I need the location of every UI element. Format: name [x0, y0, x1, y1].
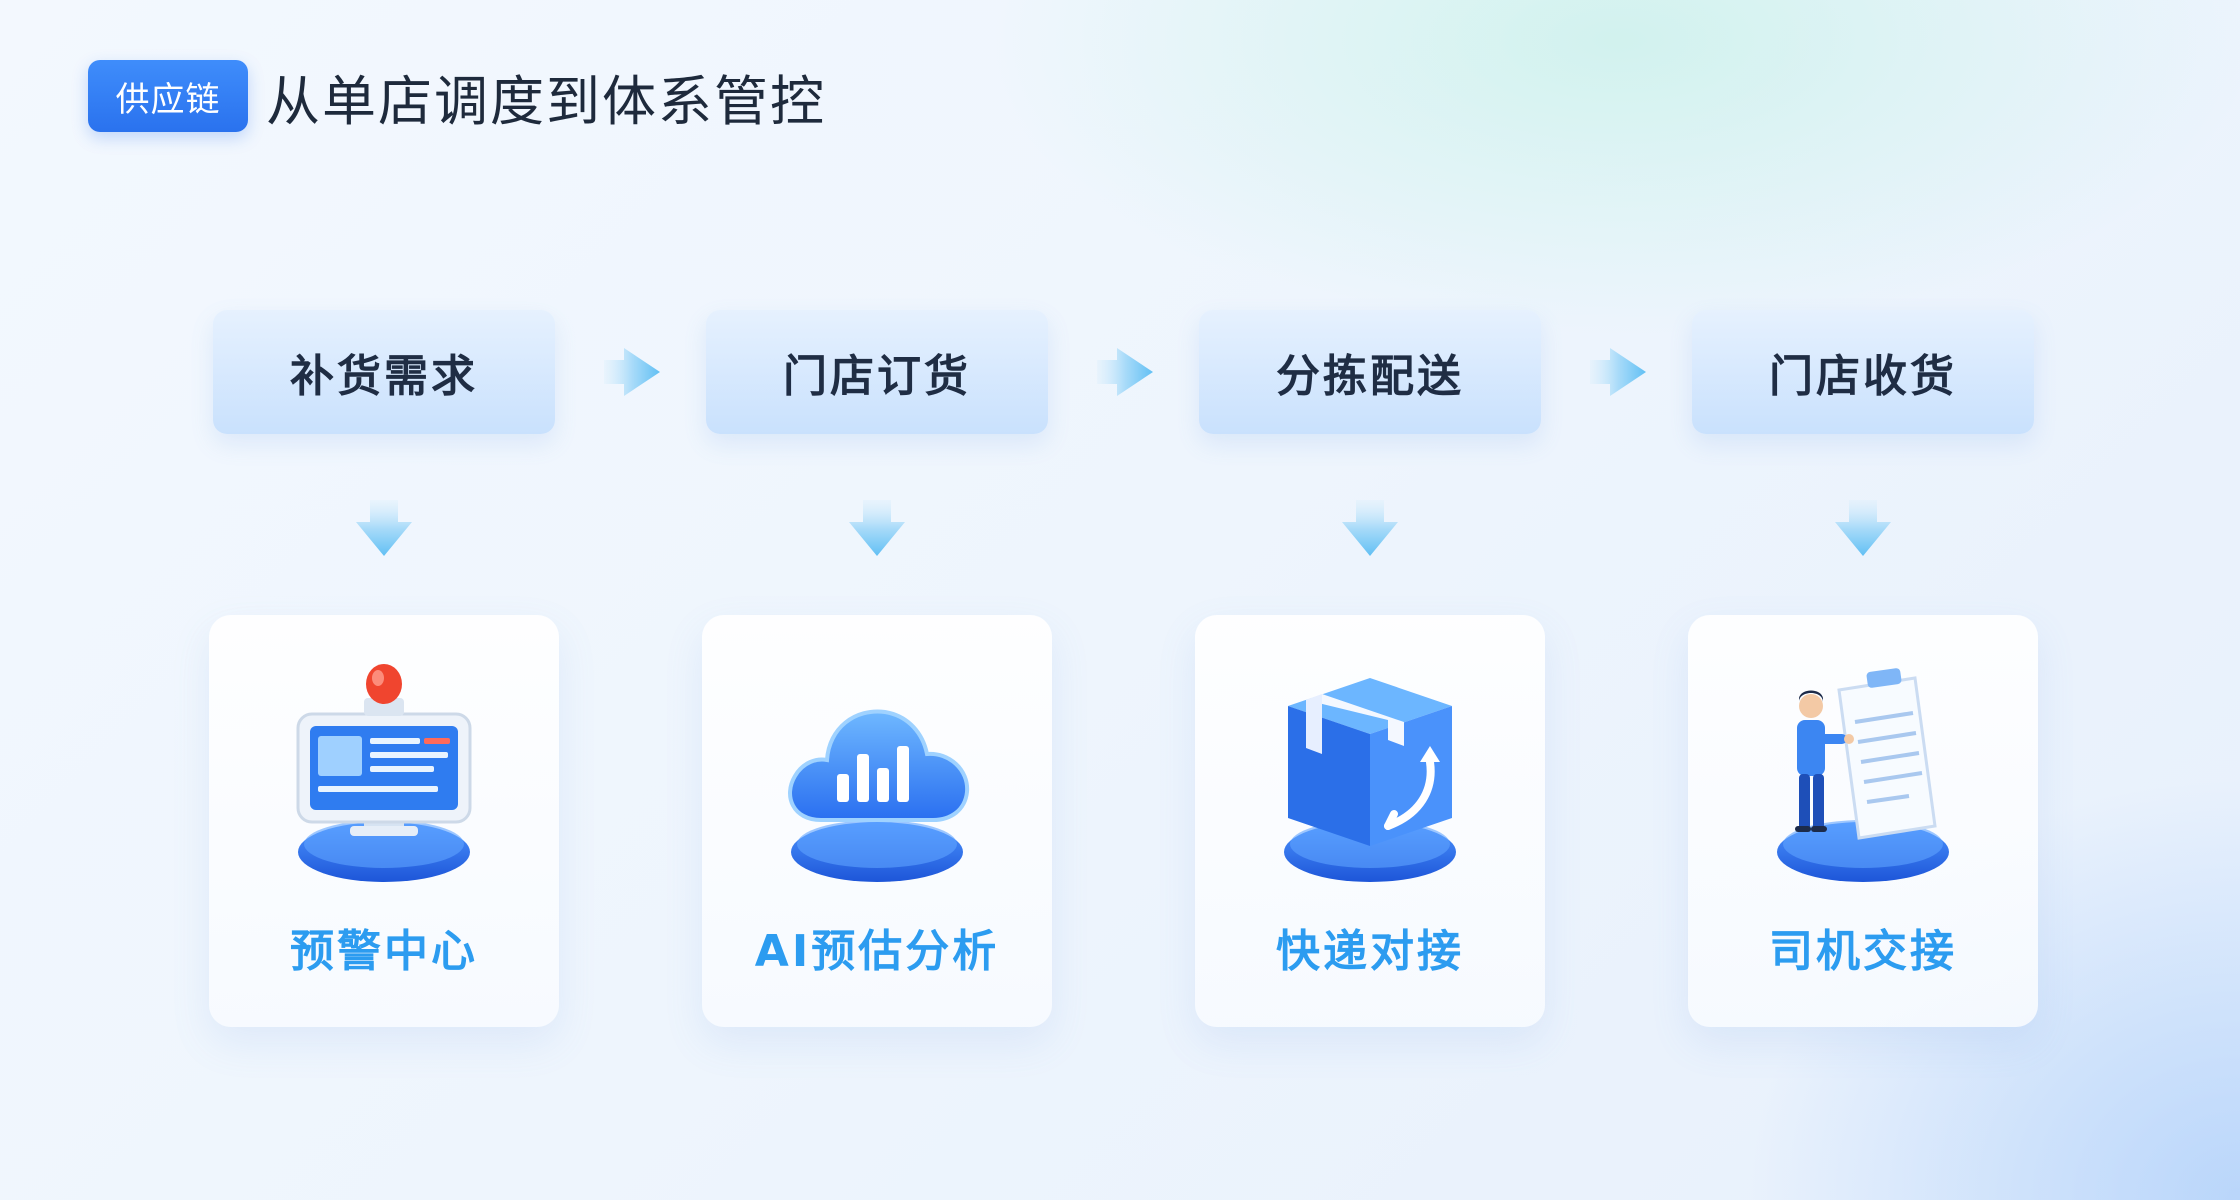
- cloud-chart-icon: [788, 709, 970, 882]
- driver-clipboard-icon: [1777, 668, 1949, 882]
- arrow-right-icon: [1097, 348, 1153, 396]
- feature-label: 预警中心: [290, 926, 478, 977]
- alarm-monitor-icon: [296, 664, 472, 882]
- header: 供应链 从单店调度到体系管控: [88, 58, 826, 134]
- arrow-down-icon: [356, 500, 412, 556]
- step-box-store-order: 门店订货: [706, 310, 1048, 434]
- feature-card-ai-forecast: AI预估分析: [702, 615, 1052, 1027]
- feature-label: 司机交接: [1769, 926, 1957, 977]
- feature-card-alert-center: 预警中心: [209, 615, 559, 1027]
- arrow-down-icon: [849, 500, 905, 556]
- feature-card-driver-handover: 司机交接: [1688, 615, 2038, 1027]
- step-box-sorting-delivery: 分拣配送: [1199, 310, 1541, 434]
- category-badge: 供应链: [88, 60, 248, 132]
- step-box-replenishment: 补货需求: [213, 310, 555, 434]
- arrow-right-icon: [604, 348, 660, 396]
- feature-label: 快递对接: [1276, 926, 1464, 977]
- arrow-down-icon: [1835, 500, 1891, 556]
- package-exchange-icon: [1284, 678, 1456, 882]
- arrow-right-icon: [1590, 348, 1646, 396]
- feature-label: AI预估分析: [754, 926, 1000, 977]
- feature-card-express-integration: 快递对接: [1195, 615, 1545, 1027]
- arrow-down-icon: [1342, 500, 1398, 556]
- page-title: 从单店调度到体系管控: [266, 69, 826, 133]
- step-box-store-receiving: 门店收货: [1692, 310, 2034, 434]
